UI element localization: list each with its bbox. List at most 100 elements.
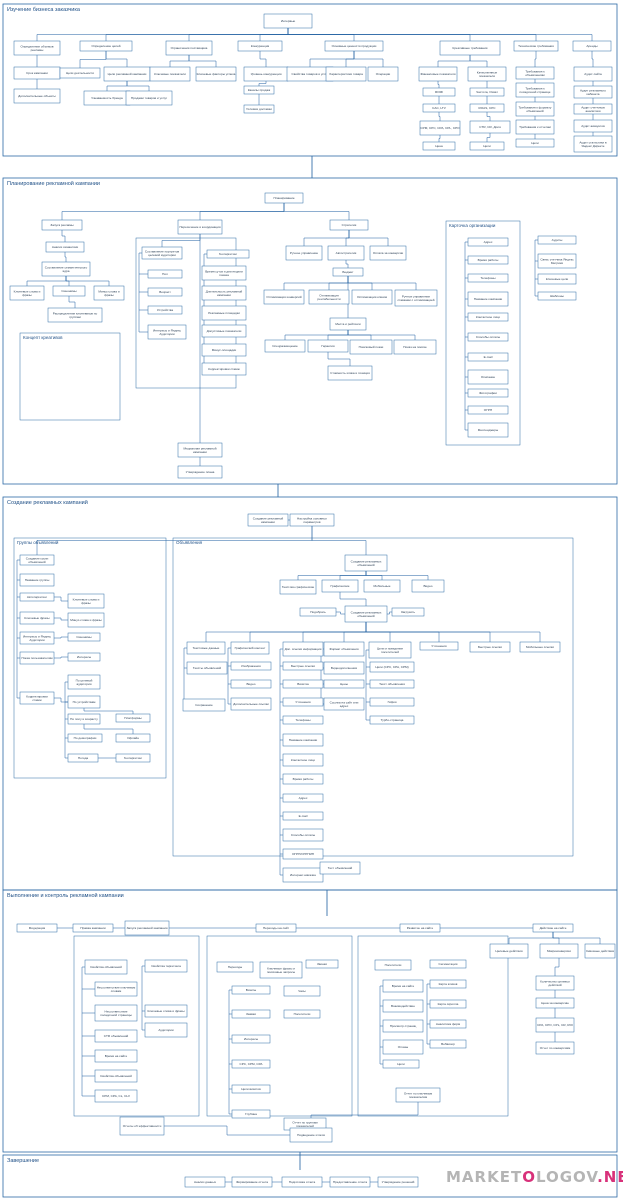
node-label: Сохранение (195, 703, 213, 707)
node-label: Поисковый показ (359, 345, 384, 349)
process-node: Действие на сайте (532, 923, 574, 933)
node-box (186, 661, 228, 675)
node-box (19, 651, 55, 665)
node-label: Цены (340, 682, 349, 686)
node-box (515, 119, 555, 135)
node-label: Переходы на сайт (263, 926, 290, 930)
process-node: Утверждение решений (377, 1176, 419, 1188)
node-label: Загрузить (401, 610, 416, 614)
node-label: Формат объявления (329, 647, 358, 651)
node-box (230, 679, 272, 689)
site-logo: MARKETOLOGOV.NET (446, 1168, 623, 1186)
node-box (47, 307, 103, 323)
process-node: По устройствам (67, 695, 101, 709)
section-title: Планирование рекламной кампании (7, 180, 100, 187)
process-node: Текст объявления (369, 679, 415, 689)
node-box (467, 291, 509, 307)
node-label: Сквозные действия (586, 949, 614, 953)
node-label: CAC, LTV (432, 106, 447, 110)
node-label: Ограничения поставщика (171, 46, 208, 50)
connector (534, 51, 537, 67)
process-node: Подготовка отчета (281, 1176, 323, 1188)
node-label: Возраст (159, 290, 171, 294)
node-label: ROAS, CPC (478, 106, 496, 110)
node-label: Фотографии (479, 391, 497, 395)
node-label: Операции (376, 72, 391, 76)
connector (437, 55, 471, 67)
process-node: Стратегия (329, 219, 369, 231)
process-node: Посетители (374, 959, 412, 971)
node-label: Геотаргетинг (219, 252, 238, 256)
node-box (323, 641, 365, 657)
node-box (255, 923, 297, 933)
node-label: Утверждение решений (382, 1180, 415, 1184)
node-box (535, 997, 575, 1009)
process-node: Правка кампании (72, 923, 114, 933)
process-node: Дополнительные объекты (13, 88, 61, 104)
process-node: Цены (323, 679, 365, 689)
node-box (429, 959, 467, 969)
subsection-frame (19, 332, 121, 421)
process-node: Бюджет (332, 267, 364, 277)
process-node: Целевые действия (489, 943, 529, 959)
node-label: Цели рекламной кампании (108, 72, 147, 76)
connector (508, 932, 554, 944)
process-node: Графический контент (230, 641, 270, 655)
connector (387, 611, 392, 615)
process-node: Финансовые показатели (418, 66, 458, 82)
node-box (93, 285, 125, 301)
process-node: Анализ данных (184, 1176, 226, 1188)
process-node: ROMI (422, 87, 456, 97)
node-label: Свойства товаров и услуг (292, 72, 330, 76)
process-node: Дополнительные ссылки (230, 697, 272, 711)
node-label: Глубина (245, 1112, 257, 1116)
stack-line (227, 647, 231, 704)
node-label: Свойства объявлений (90, 965, 122, 969)
process-node: Отчет по конверсиям (535, 1041, 575, 1055)
stack-line (464, 241, 468, 430)
node-label: Цели (483, 144, 491, 148)
process-node: Гифки (369, 697, 415, 707)
node-box (573, 119, 613, 133)
process-node: Технические требования (513, 40, 559, 52)
node-box (329, 317, 367, 331)
process-node: Отказы (382, 1039, 424, 1055)
node-label: Отчеты об эффективности (123, 1124, 162, 1128)
node-box (195, 66, 237, 82)
stack-line (141, 965, 145, 1030)
process-node: По демографии (67, 733, 103, 743)
node-label: Целевые действия (495, 949, 522, 953)
process-node: Ключевые слова и фразы (144, 1004, 188, 1018)
node-label: Сегментация (439, 962, 458, 966)
node-label: Карта кликов (439, 982, 458, 986)
node-label: Технические требования (518, 44, 554, 48)
process-node: Цена (422, 141, 456, 151)
connector (347, 330, 416, 340)
node-label: Название компании (289, 738, 318, 742)
node-box (72, 923, 114, 933)
process-node: Ключевые факторы успеха (195, 66, 237, 82)
node-box (377, 1176, 419, 1188)
process-node: Оплата за конверсии (369, 245, 407, 261)
node-box (429, 999, 467, 1009)
node-box (115, 733, 151, 743)
subsection-frame (172, 537, 574, 857)
process-node: Цели визитов (231, 1084, 271, 1094)
node-box (67, 695, 101, 709)
node-box (67, 674, 101, 690)
process-node: Цели (382, 1059, 420, 1069)
